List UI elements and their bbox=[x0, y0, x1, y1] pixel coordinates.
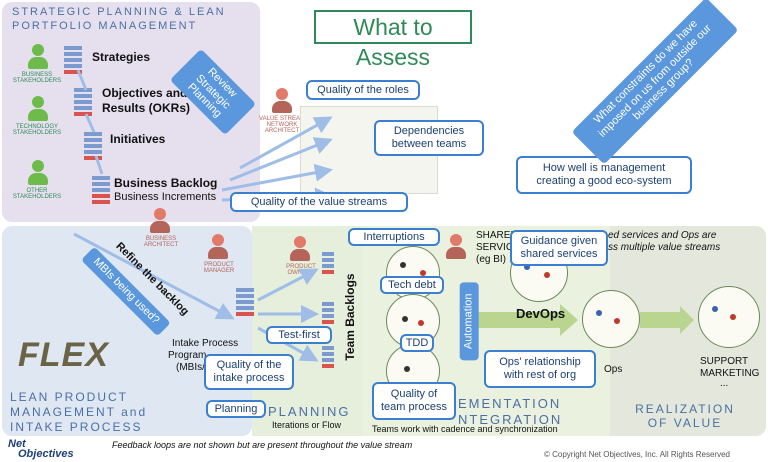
business-backlog-icon bbox=[92, 176, 110, 206]
okr-label-line2: Results (OKRs) bbox=[102, 101, 191, 115]
initiatives-backlog-icon bbox=[84, 132, 102, 162]
lean-title-line2: MANAGEMENT and bbox=[10, 405, 148, 419]
strategic-title-line1: STRATEGIC PLANNING & LEAN bbox=[12, 6, 226, 18]
devops-label: DevOps bbox=[516, 306, 566, 321]
product-manager-label: PRODUCT MANAGER bbox=[203, 262, 235, 274]
value-stream-architect-icon bbox=[272, 88, 292, 114]
shared-services-icon bbox=[446, 234, 466, 260]
ellipsis-label: ... bbox=[720, 378, 729, 389]
shared-services-note-line1: ed services and Ops are bbox=[608, 230, 717, 241]
implementation-title-line2: NTEGRATION bbox=[458, 412, 563, 427]
team-member-dot bbox=[524, 264, 530, 270]
team-backlog-icon-3 bbox=[322, 346, 334, 370]
business-backlog-label: Business Backlog bbox=[114, 176, 218, 190]
intake-backlog-icon bbox=[236, 288, 254, 318]
team-member-dot bbox=[418, 320, 424, 326]
team-backlog-icon-1 bbox=[322, 252, 334, 276]
technology-stakeholders-label: TECHNOLOGY STAKEHOLDERS bbox=[12, 124, 62, 136]
shared-services-note-line2: ss multiple value streams bbox=[608, 242, 721, 253]
test-first-callout: Test-first bbox=[266, 326, 332, 344]
business-stakeholder-icon bbox=[28, 44, 48, 70]
quality-value-streams-callout: Quality of the value streams bbox=[230, 192, 408, 212]
lean-title-line1: LEAN PRODUCT bbox=[10, 390, 129, 404]
marketing-label: MARKETING bbox=[700, 368, 760, 379]
quality-of-roles-callout: Quality of the roles bbox=[306, 80, 420, 100]
tech-debt-callout: Tech debt bbox=[380, 276, 444, 294]
other-stakeholder-icon bbox=[28, 160, 48, 186]
shared-services-label-line2: SERVICES bbox=[476, 242, 527, 253]
team-member-dot bbox=[420, 270, 426, 276]
dependencies-callout: Dependencies between teams bbox=[374, 120, 484, 156]
net-objectives-logo-line2: Objectives bbox=[18, 448, 74, 460]
value-stream-architect-label: VALUE STREAM NETWORK ARCHITECT bbox=[259, 116, 305, 134]
ops-relationship-callout: Ops' relationship with rest of org bbox=[484, 350, 596, 388]
team-backlog-icon-2 bbox=[322, 302, 334, 326]
planning-title: PLANNING bbox=[268, 404, 351, 419]
intake-process-line2: Program bbox=[168, 350, 207, 361]
okr-backlog-icon bbox=[74, 88, 92, 118]
business-architect-label: BUSINESS ARCHITECT bbox=[143, 236, 179, 248]
guidance-shared-services-callout: Guidance given shared services bbox=[510, 230, 608, 266]
flex-logo: FLEX bbox=[18, 336, 109, 374]
other-stakeholders-label: OTHER STAKEHOLDERS bbox=[12, 188, 62, 200]
product-manager-icon bbox=[208, 234, 228, 260]
team-member-dot bbox=[712, 306, 718, 312]
copyright-note: © Copyright Net Objectives, Inc. All Rig… bbox=[544, 450, 730, 459]
intake-process-line3: (MBIs/ bbox=[176, 362, 205, 373]
lean-title-line3: INTAKE PROCESS bbox=[10, 420, 143, 434]
feedback-note: Feedback loops are not shown but are pre… bbox=[112, 440, 413, 450]
business-stakeholders-label: BUSINESS STAKEHOLDERS bbox=[12, 72, 62, 84]
intake-process-line1: Intake Process bbox=[172, 338, 239, 349]
strategies-backlog-icon bbox=[64, 46, 82, 76]
support-label: SUPPORT bbox=[700, 356, 749, 367]
business-increments-label: Business Increments bbox=[114, 191, 217, 203]
team-member-dot bbox=[730, 314, 736, 320]
tdd-callout: TDD bbox=[400, 334, 434, 352]
team-member-dot bbox=[614, 318, 620, 324]
team-backlogs-label: Team Backlogs bbox=[343, 273, 357, 361]
team-member-dot bbox=[402, 316, 408, 322]
shared-services-label-line1: SHARED bbox=[476, 230, 518, 241]
business-architect-icon bbox=[150, 208, 170, 234]
quality-team-process-callout: Quality of team process bbox=[372, 382, 456, 420]
team-member-dot bbox=[404, 366, 410, 372]
initiatives-label: Initiatives bbox=[110, 132, 166, 146]
strategies-label: Strategies bbox=[92, 50, 151, 64]
strategic-title-line2: PORTFOLIO MANAGEMENT bbox=[12, 20, 198, 32]
ops-label: Ops bbox=[604, 364, 623, 375]
net-objectives-logo-line1: Net bbox=[8, 438, 26, 450]
support-marketing-circle bbox=[698, 286, 760, 348]
team-member-dot bbox=[544, 272, 550, 278]
technology-stakeholder-icon bbox=[28, 96, 48, 122]
page-title: What to Assess bbox=[314, 10, 472, 70]
automation-rotated: Automation bbox=[459, 282, 479, 361]
ops-circle bbox=[582, 290, 640, 348]
team-member-dot bbox=[400, 262, 406, 268]
team-member-dot bbox=[596, 310, 602, 316]
realization-title-line2: OF VALUE bbox=[647, 416, 723, 430]
realization-title-line1: REALIZATION bbox=[635, 402, 735, 416]
shared-services-label-line3: (eg BI) bbox=[476, 254, 507, 265]
quality-intake-callout: Quality of the intake process bbox=[204, 354, 294, 390]
cadence-label: Teams work with cadence and synchronizat… bbox=[372, 424, 558, 434]
interruptions-callout: Interruptions bbox=[348, 228, 440, 246]
implementation-title-line1: EMENTATION bbox=[458, 396, 562, 411]
iterations-label: Iterations or Flow bbox=[272, 420, 342, 430]
planning-callout: Planning bbox=[206, 400, 266, 418]
product-owners-icon bbox=[290, 236, 310, 262]
